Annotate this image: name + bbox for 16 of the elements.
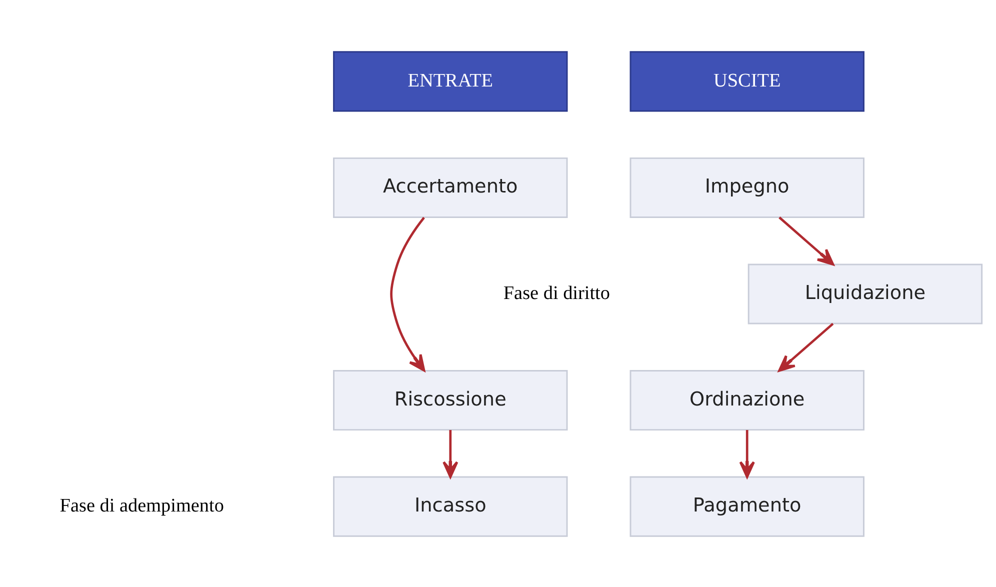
arrow [390,216,426,372]
label: Fase di diritto [503,282,610,304]
label: Fase di adempimento [60,495,224,516]
arrow [778,216,834,265]
node-box: USCITE [630,50,864,112]
node-box: Riscossione [333,370,568,430]
node-box: Incasso [333,476,568,536]
node-box: ENTRATE [333,50,568,112]
node-box: Impegno [630,156,864,218]
node-box: Liquidazione [748,263,983,324]
arrow [442,430,458,478]
arrow [778,322,834,372]
node-box: Pagamento [630,476,864,536]
node-box: Ordinazione [630,370,864,430]
node-box: Accertamento [333,156,568,218]
arrow [739,430,755,478]
